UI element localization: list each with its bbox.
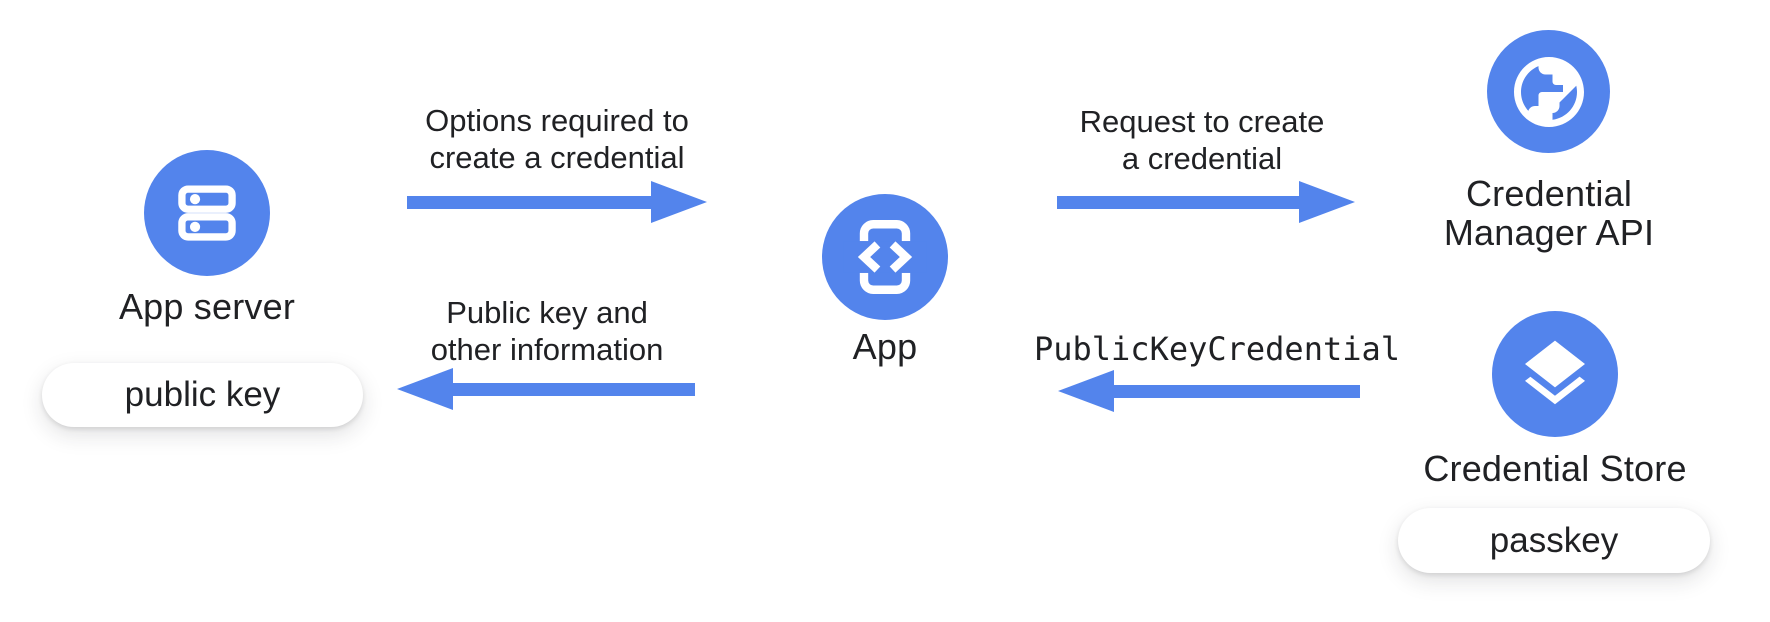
app-server-label: App server [118, 286, 296, 327]
arrow-request-right [1057, 180, 1355, 224]
arrow-shaft [1114, 384, 1360, 398]
server-icon [178, 185, 236, 241]
arrow-options-right [407, 180, 707, 224]
credential-store-label: Credential Store [1423, 448, 1687, 489]
flow-publickeycredential-label: PublicKeyCredential [1033, 330, 1401, 368]
passkey-pill-text: passkey [1489, 520, 1619, 560]
arrow-head-left-icon [1058, 370, 1114, 412]
app-label: App [852, 326, 918, 367]
app-node [822, 194, 948, 320]
arrow-shaft [407, 195, 651, 209]
arrow-head-right-icon [651, 181, 707, 223]
arrow-head-left-icon [397, 368, 453, 410]
app-server-node [144, 150, 270, 276]
flow-options-label: Options required to create a credential [425, 103, 689, 175]
arrow-publickeycredential-left [1058, 369, 1360, 413]
arrow-publickeyinfo-left [397, 367, 695, 411]
arrow-shaft [453, 382, 695, 396]
public-key-pill-text: public key [124, 375, 281, 414]
public-key-pill: public key [42, 363, 363, 427]
arrow-shaft [1057, 195, 1299, 209]
globe-icon [1513, 56, 1584, 127]
flow-publickeyinfo-label: Public key and other information [430, 295, 664, 367]
passkey-pill: passkey [1398, 508, 1710, 573]
credential-manager-api-label: Credential Manager API [1443, 173, 1655, 253]
credential-manager-api-node [1487, 30, 1610, 153]
arrow-head-right-icon [1299, 181, 1355, 223]
layers-icon [1525, 340, 1585, 405]
phone-code-icon [843, 220, 927, 294]
flow-request-label: Request to create a credential [1079, 104, 1325, 176]
credential-store-node [1492, 311, 1618, 437]
